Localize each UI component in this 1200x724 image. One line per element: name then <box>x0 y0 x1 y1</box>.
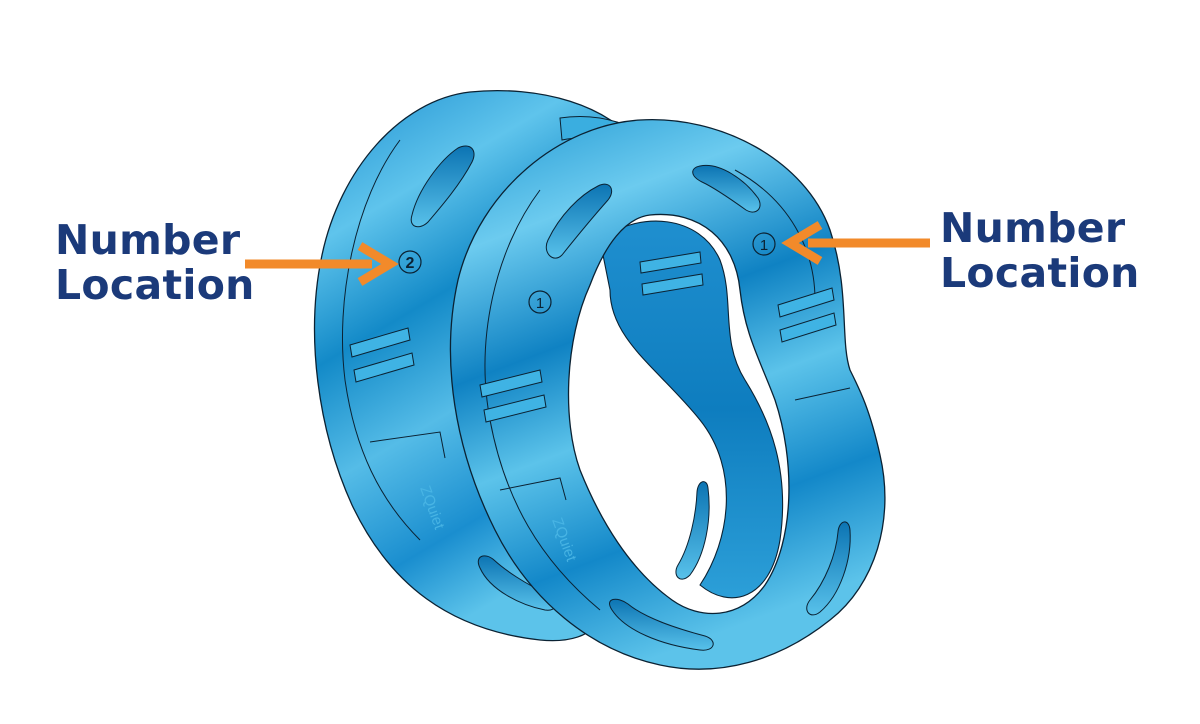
label-left-line2: Location <box>55 261 255 309</box>
arrow-left-icon <box>781 221 930 265</box>
label-right-line2: Location <box>940 249 1140 297</box>
front-ring-rim-line-right <box>734 169 816 301</box>
front-ring-number-badge-side: 1 <box>528 290 552 314</box>
front-ring-number-top: 1 <box>760 237 768 254</box>
back-ring-rim-line <box>341 139 421 541</box>
back-ring-grip <box>349 327 415 383</box>
back-ring-slot-top <box>410 145 475 228</box>
front-ring-inner-band <box>599 220 784 599</box>
front-ring-slot-top-right <box>692 164 761 213</box>
front-ring-hinge-line-left <box>499 477 567 501</box>
front-ring-slot-bottom <box>609 598 714 651</box>
front-ring-number-badge-top: 1 <box>752 232 776 256</box>
front-ring-grip-left <box>479 369 547 423</box>
front-ring-number-side: 1 <box>536 295 544 312</box>
front-ring-grip-right <box>777 287 837 343</box>
number-location-label-right: Number Location <box>940 206 1140 296</box>
front-ring-inner-slot <box>675 481 710 580</box>
front-ring: 1 1 ZQuiet <box>449 118 886 670</box>
front-ring-slot-right <box>806 521 851 616</box>
front-ring-inner-grip <box>639 251 704 296</box>
front-ring-slot-top-left <box>545 183 613 259</box>
label-right-line1: Number <box>940 204 1126 252</box>
arrow-right-icon <box>245 242 399 286</box>
back-ring-hinge-line <box>369 431 446 459</box>
label-left-line1: Number <box>55 216 241 264</box>
number-location-label-left: Number Location <box>55 218 255 308</box>
front-ring-hinge-line-right <box>794 387 851 401</box>
back-ring-number: 2 <box>406 255 415 272</box>
back-ring-number-badge: 2 <box>398 250 422 274</box>
